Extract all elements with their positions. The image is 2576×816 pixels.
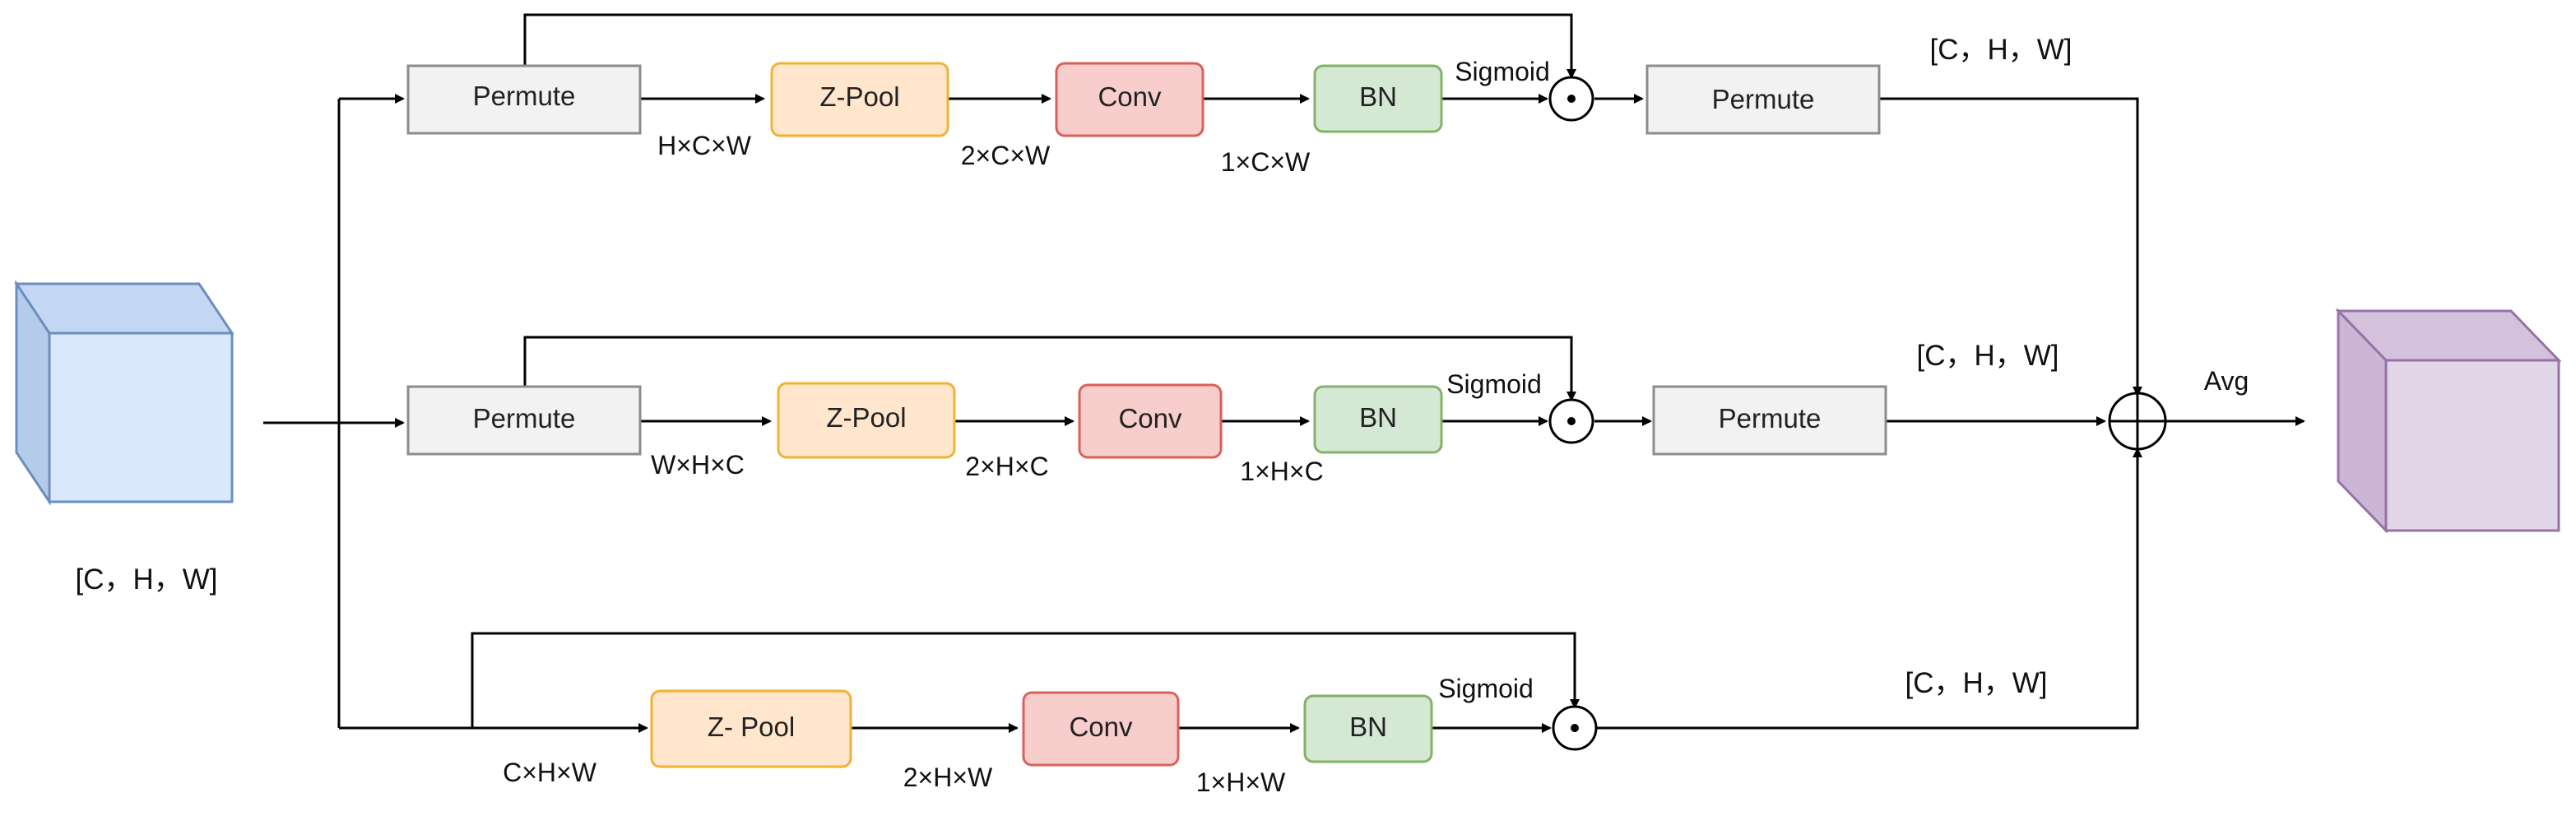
branch2-bn-box [1313, 385, 1443, 454]
branch1-dim-3: 1×C×W [1221, 147, 1311, 177]
branch3-sigmoid-label: Sigmoid [1438, 674, 1534, 703]
branch3-bn-box [1303, 694, 1433, 763]
branch2-permute-back-box [1652, 385, 1887, 456]
branch3-conv-box [1022, 691, 1180, 767]
branch2-permute-label: Permute [473, 403, 576, 434]
branch1-sigmoid-label: Sigmoid [1455, 57, 1550, 86]
branch-3: Z- Pool Conv BN Sigmoid C×H×W 2×H×W 1×H×… [339, 447, 2142, 797]
branch2-shape-label: [C，H，W] [1916, 340, 2058, 372]
branch2-dim-2: 2×H×C [965, 452, 1048, 481]
branch2-sigmoid-label: Sigmoid [1446, 369, 1542, 399]
input-connectors [263, 94, 405, 728]
input-shape-label: [C，H，W] [75, 563, 217, 596]
branch1-permute-back-box [1645, 64, 1881, 135]
branch2-zpool-label: Z-Pool [826, 402, 906, 433]
branch1-dim-1: H×C×W [657, 131, 752, 160]
branch1-conv-label: Conv [1098, 81, 1162, 112]
branch1-bn-label: BN [1359, 81, 1397, 112]
branch2-conv-box [1078, 383, 1223, 459]
branch3-bn-label: BN [1349, 712, 1387, 742]
branch1-permute-box [406, 64, 642, 135]
branch2-permute-back-label: Permute [1719, 403, 1822, 434]
branch3-dim-3: 1×H×W [1196, 767, 1286, 797]
branch3-shape-label: [C，H，W] [1905, 667, 2047, 699]
branch3-zpool-label: Z- Pool [708, 712, 795, 742]
branch2-zpool-box [777, 382, 956, 459]
branch1-shape-label: [C，H，W] [1929, 34, 2072, 66]
branch3-dim-2: 2×H×W [903, 763, 993, 792]
branch1-zpool-label: Z-Pool [819, 81, 899, 112]
branch3-zpool-box [650, 689, 852, 768]
branch1-permute-label: Permute [473, 81, 576, 111]
branch2-bn-label: BN [1359, 402, 1397, 433]
branch2-dim-3: 1×H×C [1240, 457, 1323, 486]
branch2-permute-box [406, 385, 642, 456]
branch1-zpool-box [770, 62, 949, 137]
branch3-dim-1: C×H×W [503, 758, 597, 787]
input-tensor-cube [14, 280, 234, 506]
branch1-dim-2: 2×C×W [961, 141, 1051, 170]
branch2-conv-label: Conv [1118, 403, 1182, 434]
branch1-permute-back-label: Permute [1712, 84, 1815, 114]
avg-label: Avg [2204, 366, 2249, 396]
branch-2: Permute Z-Pool Conv BN Sigmoid Permute W… [406, 336, 2106, 486]
branch1-bn-box [1313, 64, 1443, 133]
output-tensor-cube [2335, 308, 2562, 534]
branch1-conv-box [1055, 62, 1204, 137]
branch2-dim-1: W×H×C [651, 450, 745, 480]
branch3-conv-label: Conv [1069, 712, 1133, 742]
branch-1: Permute Z-Pool Conv BN Sigmoid Permute H… [406, 13, 2142, 396]
sum-node [2108, 392, 2167, 451]
